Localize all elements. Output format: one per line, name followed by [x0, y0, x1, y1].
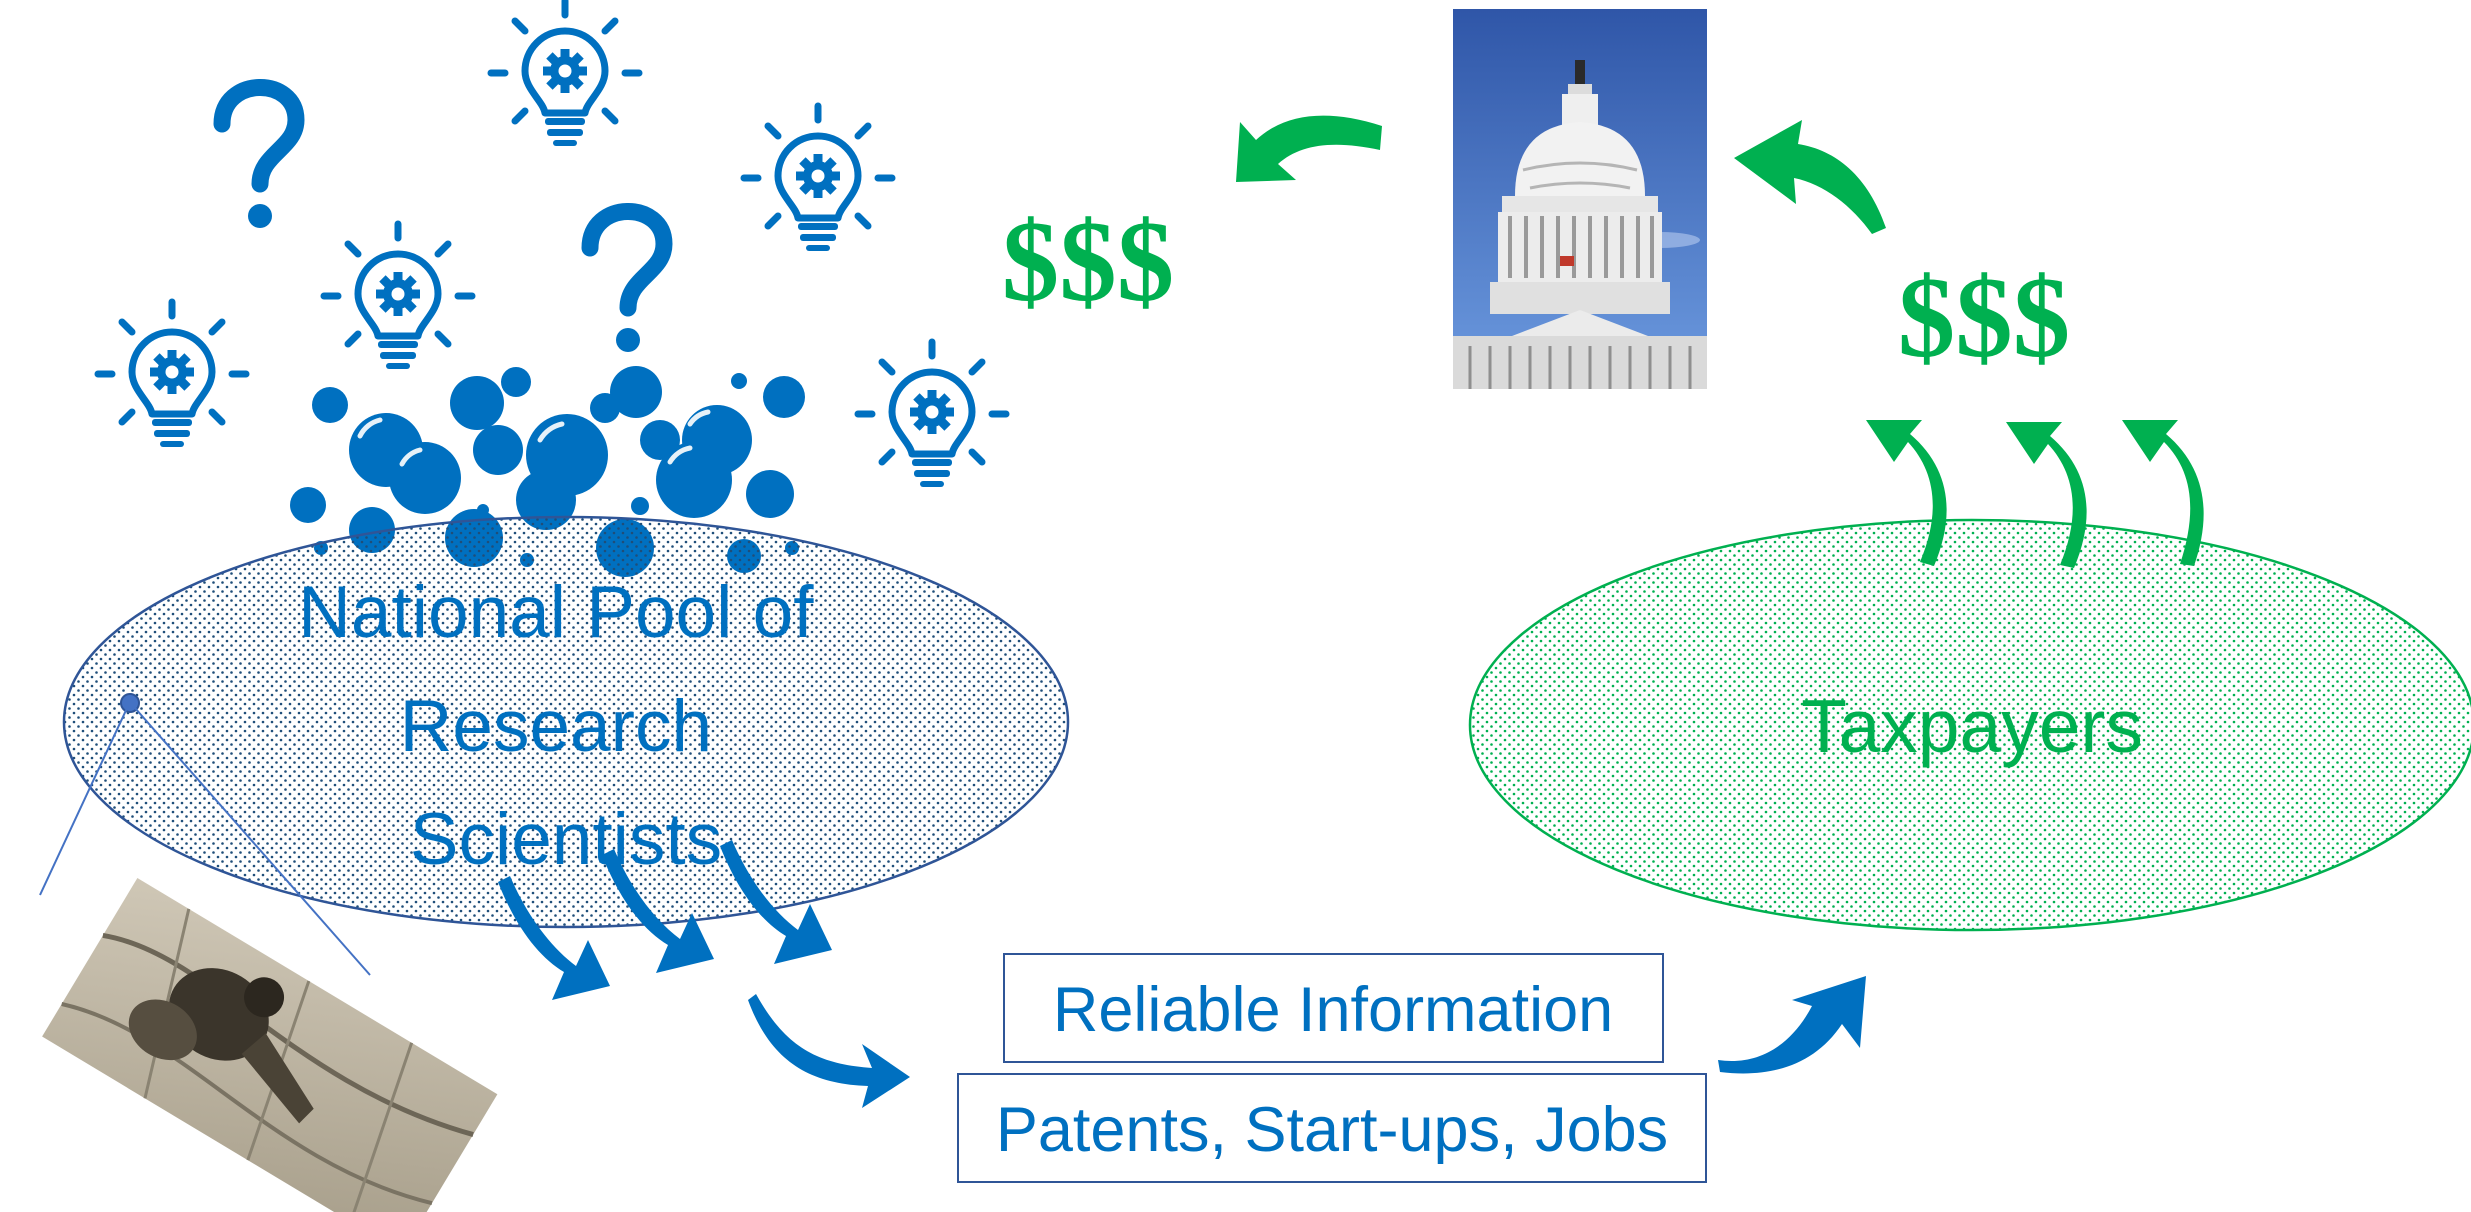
curved-arrow-icon [1718, 976, 1866, 1074]
money-symbol-right: $$$ [1898, 254, 2071, 381]
reliable-information-label: Reliable Information [1053, 975, 1613, 1045]
scientists-pool-ellipse [62, 515, 1070, 929]
reliable-information-box [1003, 953, 1664, 1063]
callout-line [39, 705, 129, 896]
rock-climber-photo [42, 877, 498, 1212]
patents-startups-jobs-box [957, 1073, 1707, 1183]
question-mark-icon [222, 87, 296, 228]
scientists-label-line-2: Research [400, 686, 712, 767]
money-symbol-left: $$$ [1002, 198, 1175, 325]
taxpayers-pool-label: Taxpayers [1801, 684, 2143, 768]
capitol-dome-photo [1453, 9, 1707, 389]
lightbulb-gear-icon [491, 1, 639, 146]
scientists-pool-label: National Pool of Research Scientists [298, 572, 834, 880]
curved-arrow-icon [1866, 420, 2204, 568]
lightbulb-gear-icon [324, 224, 472, 369]
lightbulb-gear-icon [744, 106, 892, 251]
callout-anchor-dot [120, 693, 140, 713]
curved-arrow-icon [1734, 120, 1886, 234]
patents-startups-jobs-label: Patents, Start-ups, Jobs [996, 1095, 1668, 1165]
lightbulb-gear-icon [98, 302, 246, 447]
lightbulb-gear-icon [858, 342, 1006, 487]
question-mark-icon [590, 211, 664, 352]
scientists-label-line-1: National Pool of [298, 572, 814, 653]
curved-arrow-icon [748, 994, 910, 1108]
scientists-label-line-3: Scientists [410, 799, 722, 880]
callout-line [134, 707, 371, 976]
taxpayers-pool-ellipse [1468, 518, 2471, 932]
curved-arrow-icon [1236, 115, 1382, 182]
